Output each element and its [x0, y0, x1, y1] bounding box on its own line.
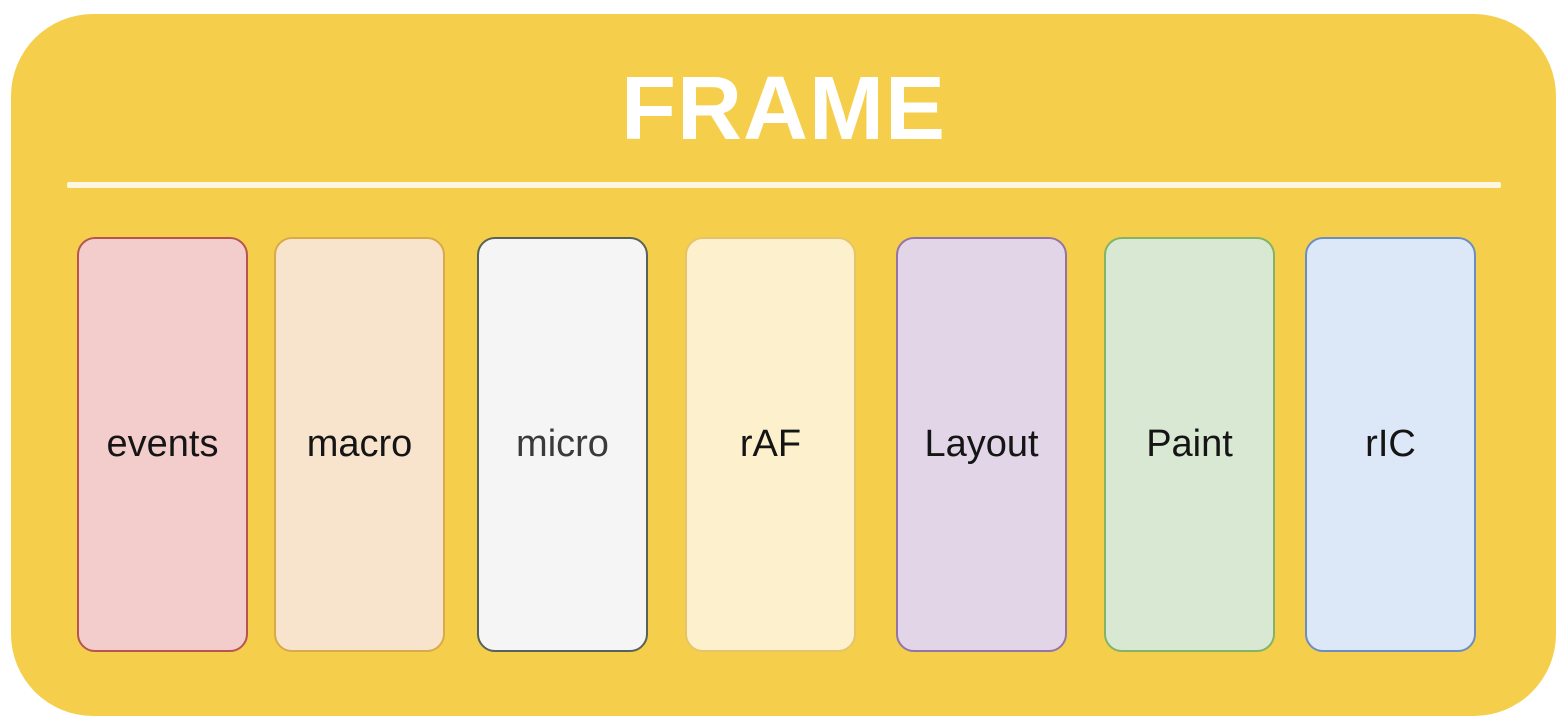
- stage-label: Paint: [1146, 423, 1233, 465]
- stage-label: Layout: [924, 423, 1039, 465]
- title-divider: [67, 182, 1501, 188]
- stage-paint: Paint: [1104, 237, 1275, 652]
- stage-macro: macro: [274, 237, 445, 652]
- stage-label: events: [106, 423, 219, 465]
- stage-label: macro: [306, 423, 413, 465]
- stage-label: micro: [516, 423, 609, 465]
- frame-title: FRAME: [621, 59, 946, 159]
- stage-label: rAF: [739, 423, 802, 465]
- stage-raf: rAF: [685, 237, 856, 652]
- stage-label: rIC: [1365, 423, 1416, 465]
- stage-micro: micro: [477, 237, 648, 652]
- stage-layout: Layout: [896, 237, 1067, 652]
- stage-events: events: [77, 237, 248, 652]
- frame-container: FRAME events macro micro rAF Layout Pain…: [11, 14, 1556, 716]
- stage-ric: rIC: [1305, 237, 1476, 652]
